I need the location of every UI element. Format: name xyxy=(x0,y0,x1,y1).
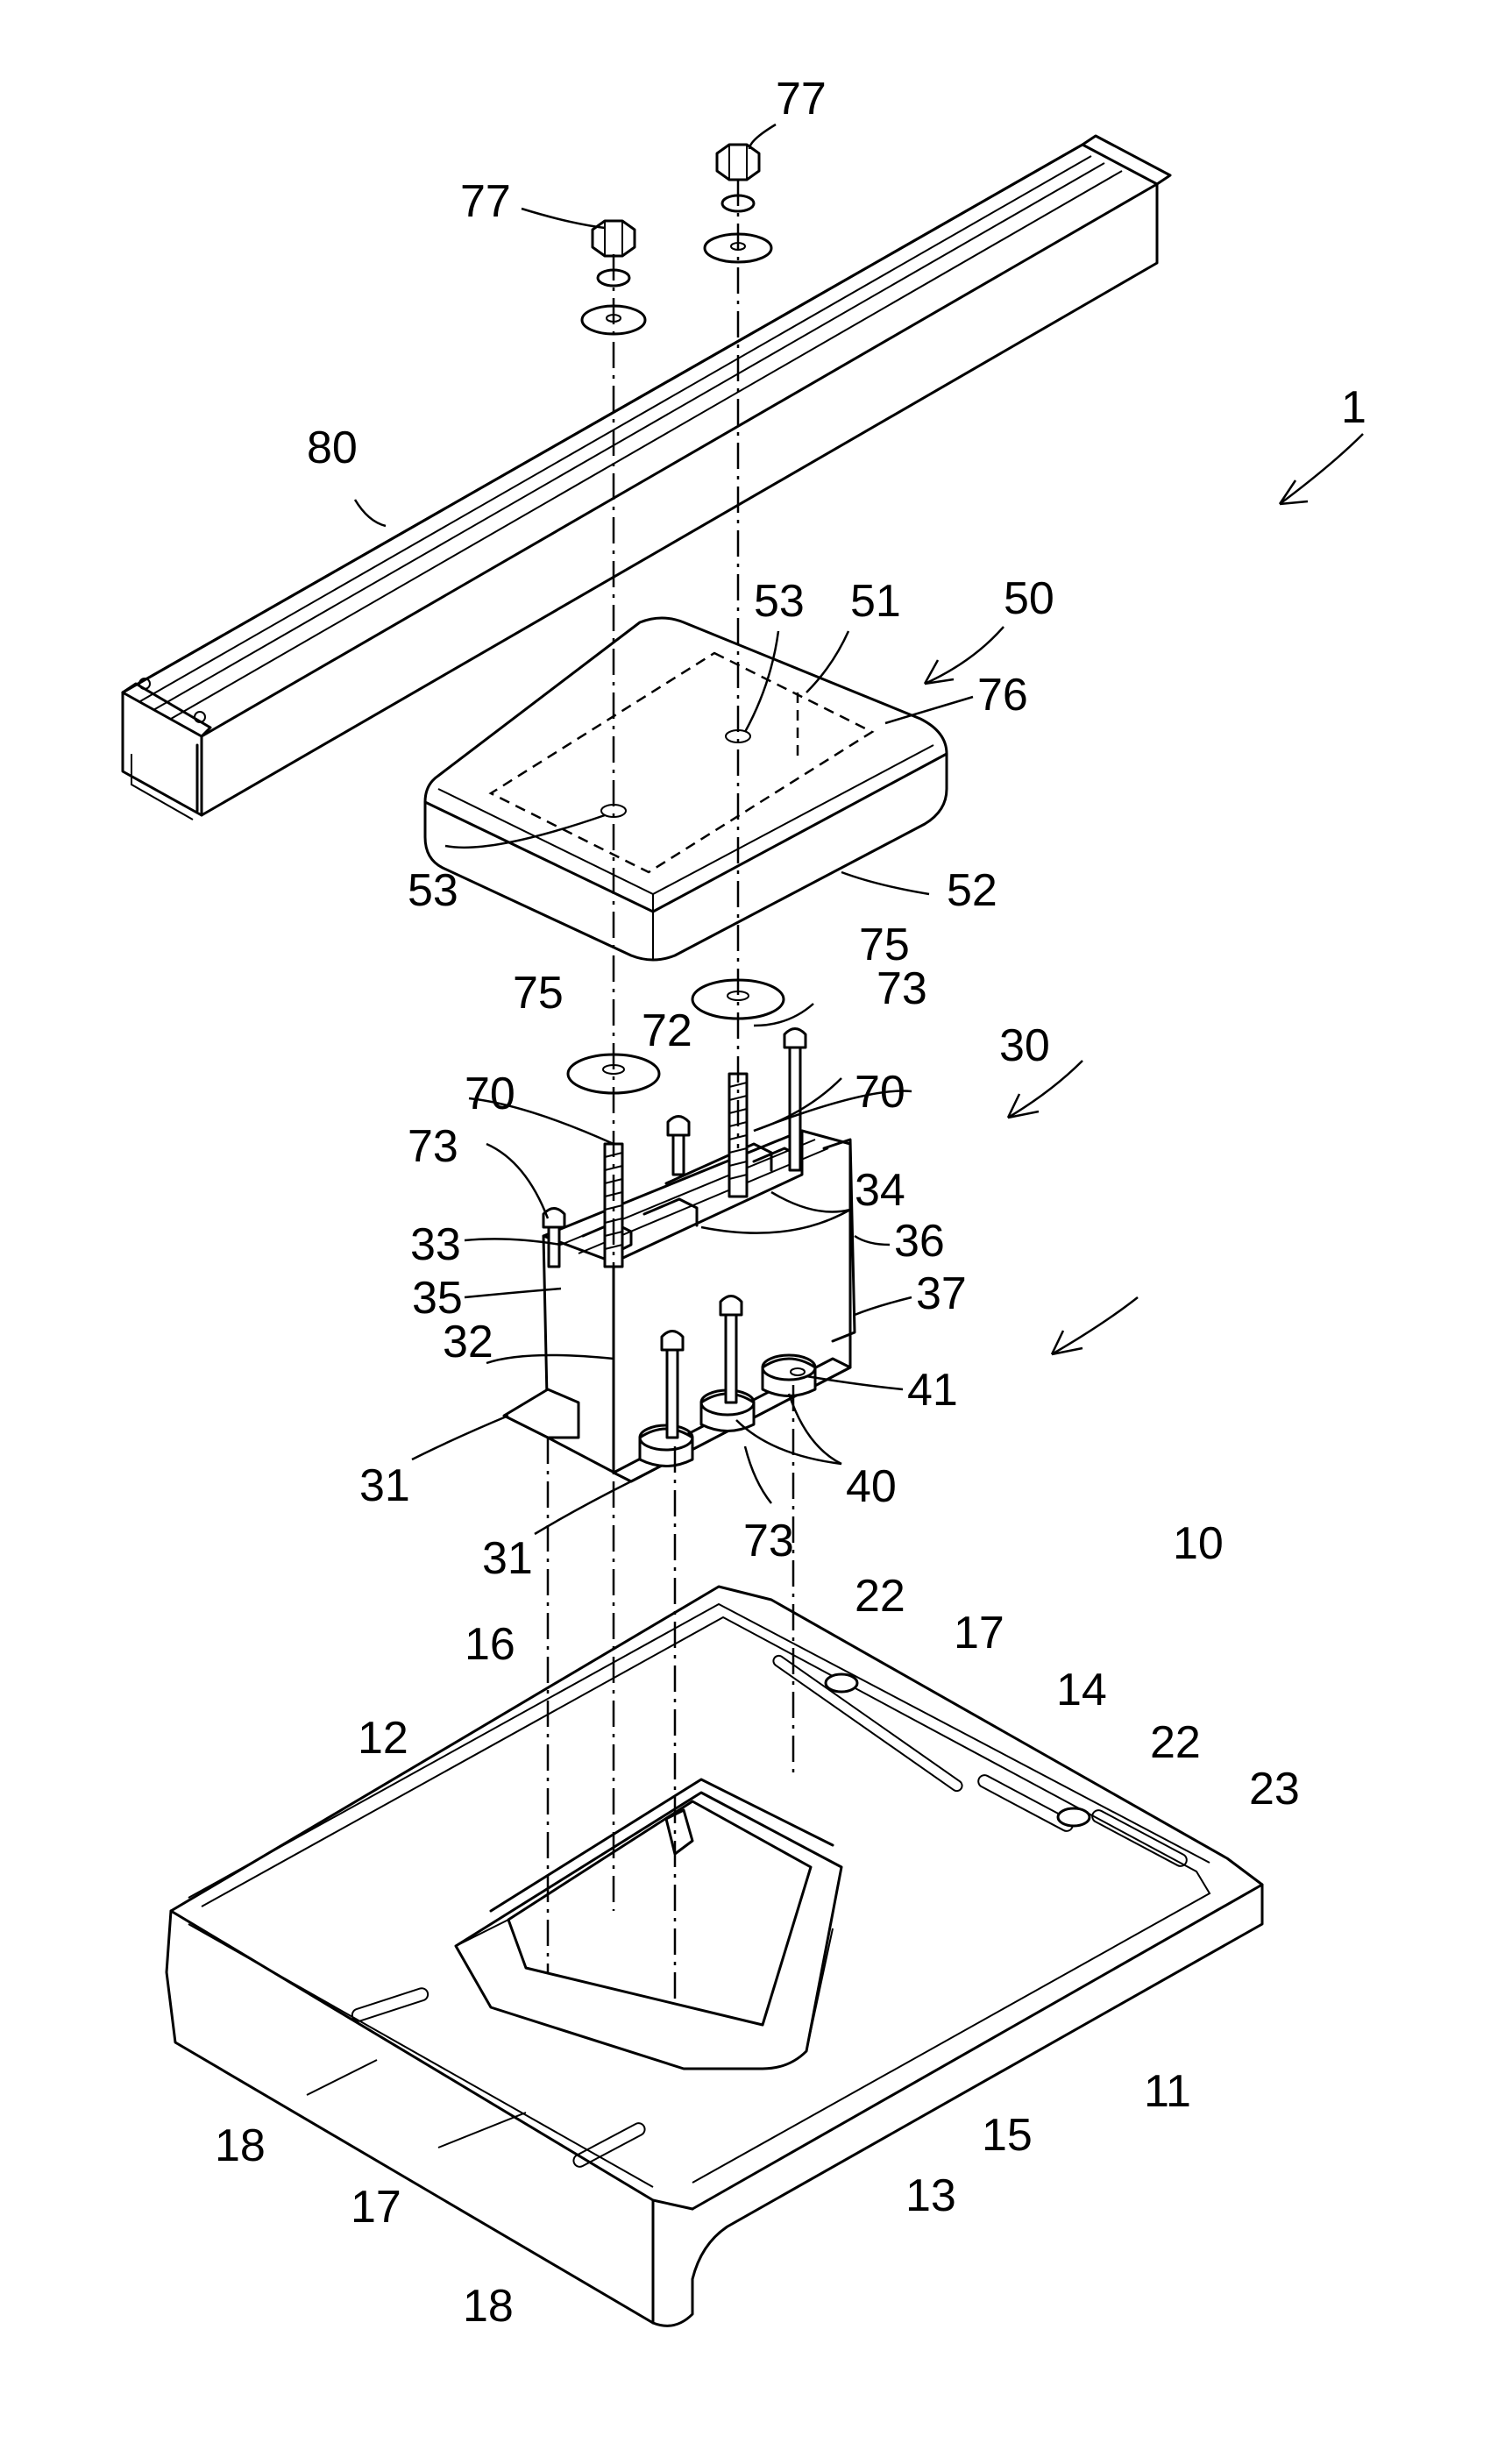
label-51: 51 xyxy=(850,576,901,627)
label-36: 36 xyxy=(894,1216,945,1267)
label-17-bottom: 17 xyxy=(351,2182,401,2233)
cover-50 xyxy=(425,618,947,960)
label-73-top: 73 xyxy=(877,963,927,1014)
label-52: 52 xyxy=(947,865,997,916)
label-13: 13 xyxy=(905,2170,956,2221)
bolt-70-left xyxy=(605,1144,622,1267)
label-37: 37 xyxy=(916,1268,967,1319)
label-1: 1 xyxy=(1341,382,1366,433)
label-80: 80 xyxy=(307,423,358,473)
label-33: 33 xyxy=(410,1219,461,1270)
bracket-30 xyxy=(504,1131,855,1481)
label-17-top: 17 xyxy=(954,1608,1004,1658)
label-76: 76 xyxy=(977,670,1028,721)
label-10: 10 xyxy=(1173,1518,1224,1569)
label-23: 23 xyxy=(1249,1764,1300,1814)
label-75-right: 75 xyxy=(859,920,910,970)
label-32: 32 xyxy=(443,1317,493,1367)
label-35: 35 xyxy=(412,1273,463,1324)
label-77-right: 77 xyxy=(776,74,827,124)
label-14: 14 xyxy=(1056,1665,1107,1715)
label-50: 50 xyxy=(1004,573,1054,624)
label-34: 34 xyxy=(855,1165,905,1216)
label-31-left: 31 xyxy=(359,1460,410,1511)
label-72: 72 xyxy=(642,1005,692,1056)
label-73-bottom: 73 xyxy=(743,1516,794,1566)
label-53-top: 53 xyxy=(754,576,805,627)
label-75-left: 75 xyxy=(513,968,564,1019)
label-77-left: 77 xyxy=(460,176,511,227)
label-41: 41 xyxy=(907,1365,958,1416)
label-40: 40 xyxy=(846,1461,897,1512)
label-30: 30 xyxy=(999,1020,1050,1071)
label-70-left: 70 xyxy=(465,1069,515,1119)
label-18-bottom: 18 xyxy=(463,2281,514,2332)
label-12: 12 xyxy=(358,1713,408,1764)
label-53-bottom: 53 xyxy=(408,865,458,916)
label-70-right: 70 xyxy=(855,1067,905,1118)
label-73-left: 73 xyxy=(408,1121,458,1172)
label-11: 11 xyxy=(1144,2066,1191,2117)
label-18-left: 18 xyxy=(215,2120,266,2171)
label-22-top: 22 xyxy=(855,1571,905,1622)
label-31-bottom: 31 xyxy=(482,1533,533,1584)
label-16: 16 xyxy=(465,1619,515,1670)
label-15: 15 xyxy=(982,2110,1033,2161)
label-22-right: 22 xyxy=(1150,1717,1201,1768)
